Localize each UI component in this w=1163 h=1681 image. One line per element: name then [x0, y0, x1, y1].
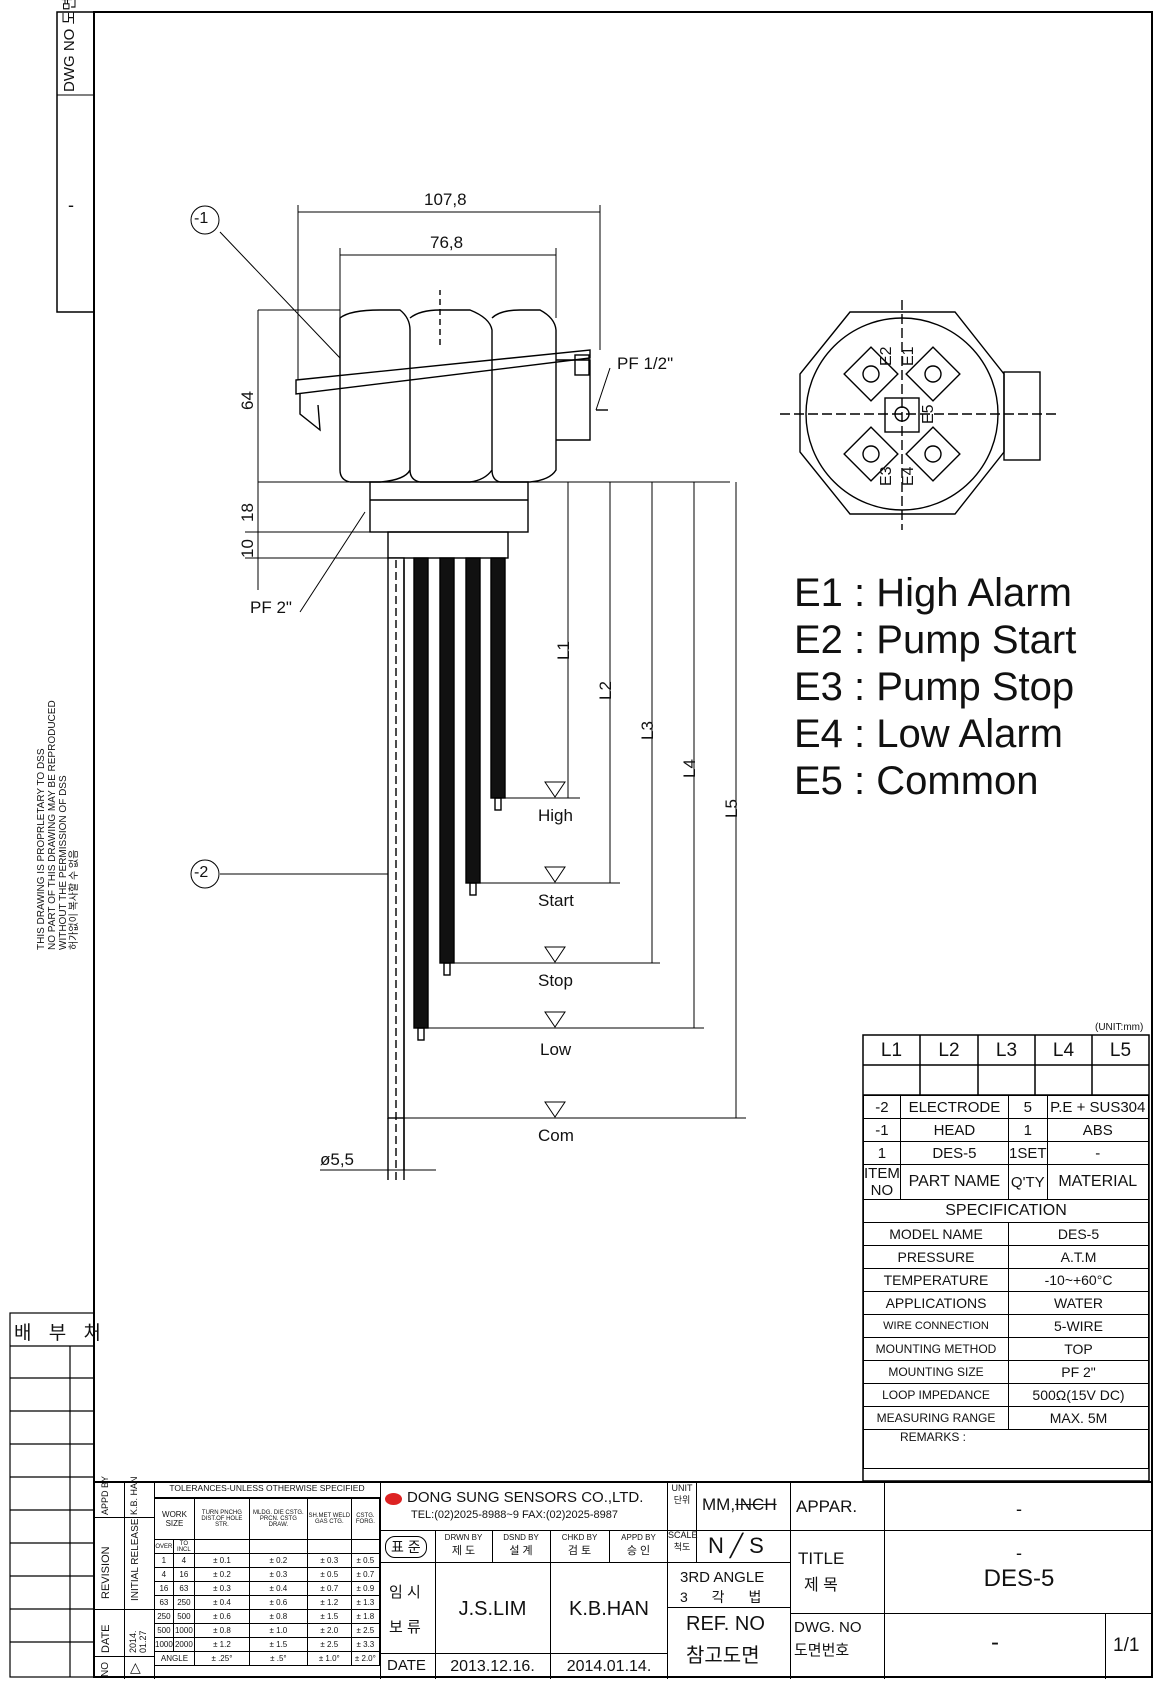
legend-e2: E2 : Pump Start — [794, 618, 1077, 662]
drawn-by-name: J.S.LIM — [458, 1598, 527, 1620]
dim-76: 76,8 — [430, 233, 464, 252]
dim-64: 64 — [238, 391, 257, 410]
dwg-no-box — [56, 11, 95, 313]
checked-by-name: K.B.HAN — [568, 1598, 650, 1620]
dim-L3: L3 — [638, 721, 657, 740]
top-label-e1: E1 — [900, 346, 917, 366]
level-stop: Stop — [538, 971, 573, 990]
thread-pf12: PF 1/2" — [617, 354, 674, 373]
title-values: - - DES-5 - 1/1 — [884, 1483, 1153, 1679]
top-label-e4: E4 — [900, 466, 917, 486]
dim-18: 18 — [238, 503, 257, 522]
distribution-box — [9, 1312, 95, 1678]
thread-pf2: PF 2" — [250, 598, 292, 617]
page-frame — [93, 11, 1153, 1678]
tolerance-table: TOLERANCES-UNLESS OTHERWISE SPECIFIED WO… — [154, 1483, 381, 1679]
l-table-header: L1 L2 L3 L4 L5 — [880, 1040, 1132, 1061]
remarks: REMARKS : — [863, 1429, 1149, 1469]
legend-e1: E1 : High Alarm — [794, 571, 1072, 615]
top-label-e3: E3 — [878, 466, 895, 486]
top-label-e2: E2 — [878, 346, 895, 366]
level-start: Start — [538, 891, 574, 910]
callout-2: -2 — [194, 864, 209, 881]
unit-note: (UNIT:mm) — [1095, 1022, 1144, 1033]
revision-block: APPD BY K.B. HAN REVISION INITIAL RELEAS… — [94, 1476, 155, 1679]
dimension-lines — [190, 205, 746, 1171]
title-block: APPD BY K.B. HAN REVISION INITIAL RELEAS… — [94, 1476, 1153, 1679]
level-high: High — [538, 806, 573, 825]
spec-title: SPECIFICATION — [863, 1199, 1149, 1223]
drawing-title: DES-5 — [983, 1565, 1055, 1592]
dim-diameter: ø5,5 — [320, 1150, 355, 1169]
legend-e4: E4 : Low Alarm — [794, 712, 1064, 756]
top-label-e5: E5 — [920, 404, 937, 424]
callout-1: -1 — [194, 210, 209, 227]
spec-row: TEMPERATURE-10~+60°C — [862, 1268, 1149, 1292]
company-block: DONG SUNG SENSORS CO.,LTD. TEL:(02)2025-… — [380, 1483, 668, 1679]
dwg-no-value: - — [68, 195, 74, 215]
distribution-label: 배 부 처 — [14, 1323, 107, 1344]
unit-scale-block: UNIT 단위 MM,INCH SCALE 척도 N╱S 3RD ANGLE 3… — [667, 1483, 885, 1679]
legend-e3: E3 : Pump Stop — [794, 665, 1075, 709]
top-view — [780, 300, 1060, 530]
dim-L1: L1 — [554, 641, 573, 660]
electrode-legend: E1 : High Alarm E2 : Pump Start E3 : Pum… — [794, 570, 1076, 805]
company-logo-icon — [385, 1493, 402, 1505]
dwg-no-label: DWG NO 도면번호 — [61, 0, 78, 92]
legend-e5: E5 : Common — [794, 759, 1039, 803]
dim-L4: L4 — [680, 759, 699, 778]
dim-107: 107,8 — [424, 190, 467, 209]
dim-10: 10 — [238, 539, 257, 558]
level-com: Com — [538, 1126, 574, 1145]
dim-L5: L5 — [722, 799, 741, 818]
dim-L2: L2 — [596, 681, 615, 700]
level-low: Low — [540, 1040, 572, 1059]
